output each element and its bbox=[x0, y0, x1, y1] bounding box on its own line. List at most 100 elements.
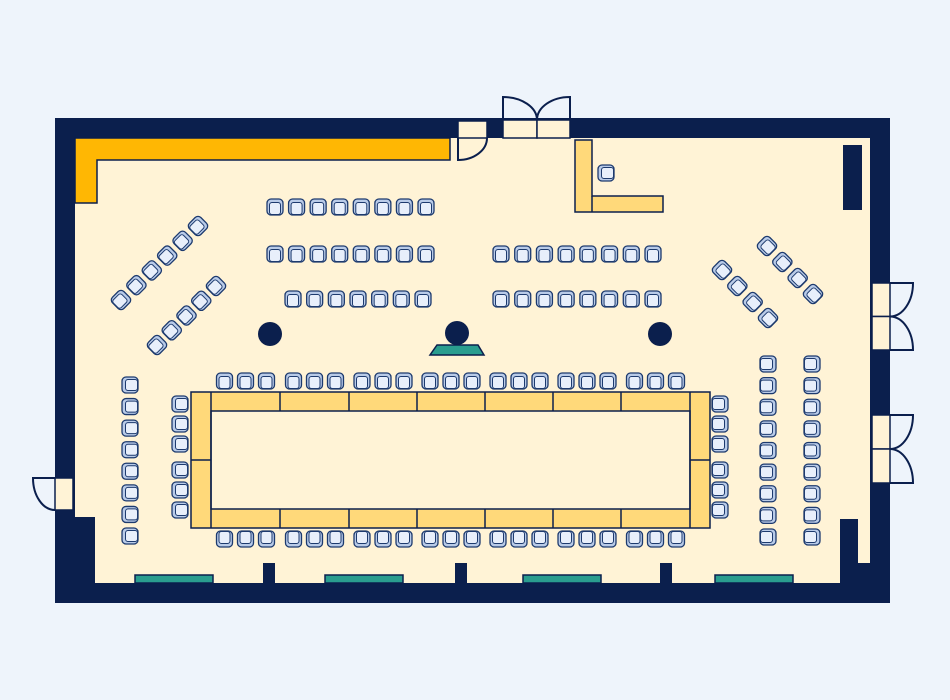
chair-icon[interactable] bbox=[757, 307, 780, 330]
chair-icon[interactable] bbox=[257, 372, 276, 390]
chair-icon[interactable] bbox=[756, 235, 779, 258]
chair-icon[interactable] bbox=[759, 506, 777, 525]
chair-icon[interactable] bbox=[803, 420, 821, 438]
chair-icon[interactable] bbox=[257, 530, 276, 548]
chair-icon[interactable] bbox=[171, 415, 189, 433]
chair-icon[interactable] bbox=[309, 245, 327, 263]
chair-icon[interactable] bbox=[578, 530, 596, 548]
chair-icon[interactable] bbox=[190, 289, 213, 312]
chair-icon[interactable] bbox=[236, 530, 255, 548]
chair-icon[interactable] bbox=[711, 481, 729, 499]
chair-icon[interactable] bbox=[309, 198, 327, 216]
chair-icon[interactable] bbox=[305, 530, 324, 548]
chair-icon[interactable] bbox=[535, 245, 554, 263]
chair-icon[interactable] bbox=[803, 485, 821, 503]
chair-icon[interactable] bbox=[171, 481, 189, 499]
chair-icon[interactable] bbox=[287, 198, 306, 216]
chair-icon[interactable] bbox=[622, 290, 640, 308]
chair-icon[interactable] bbox=[803, 355, 821, 373]
chair-icon[interactable] bbox=[171, 229, 194, 252]
chair-icon[interactable] bbox=[463, 530, 481, 548]
chair-icon[interactable] bbox=[121, 419, 139, 437]
chair-icon[interactable] bbox=[625, 372, 644, 390]
chair-icon[interactable] bbox=[331, 245, 349, 263]
chair-icon[interactable] bbox=[771, 251, 794, 274]
chair-icon[interactable] bbox=[492, 290, 510, 308]
chair-icon[interactable] bbox=[121, 397, 139, 416]
chair-icon[interactable] bbox=[759, 420, 777, 438]
chair-icon[interactable] bbox=[711, 435, 729, 453]
double-door-icon[interactable] bbox=[871, 414, 915, 484]
chair-icon[interactable] bbox=[786, 267, 809, 290]
chair-icon[interactable] bbox=[600, 290, 619, 308]
chair-icon[interactable] bbox=[171, 461, 189, 479]
chair-icon[interactable] bbox=[175, 304, 198, 327]
chair-icon[interactable] bbox=[205, 275, 228, 298]
chair-icon[interactable] bbox=[374, 198, 392, 216]
chair-icon[interactable] bbox=[803, 441, 821, 460]
chair-icon[interactable] bbox=[600, 245, 619, 263]
chair-icon[interactable] bbox=[667, 372, 686, 390]
chair-icon[interactable] bbox=[421, 530, 439, 548]
chair-icon[interactable] bbox=[349, 290, 367, 308]
chair-icon[interactable] bbox=[352, 198, 370, 216]
chair-icon[interactable] bbox=[215, 372, 234, 390]
chair-icon[interactable] bbox=[121, 462, 139, 480]
chair-icon[interactable] bbox=[121, 527, 139, 545]
chair-icon[interactable] bbox=[646, 372, 665, 390]
chair-icon[interactable] bbox=[352, 245, 370, 263]
chair-icon[interactable] bbox=[759, 485, 777, 503]
chair-icon[interactable] bbox=[646, 530, 665, 548]
chair-icon[interactable] bbox=[284, 372, 303, 390]
chair-icon[interactable] bbox=[644, 290, 662, 308]
chair-icon[interactable] bbox=[374, 530, 392, 548]
chair-icon[interactable] bbox=[236, 372, 255, 390]
chair-icon[interactable] bbox=[160, 319, 183, 342]
chair-icon[interactable] bbox=[579, 245, 597, 263]
chair-icon[interactable] bbox=[306, 290, 324, 308]
chair-icon[interactable] bbox=[371, 290, 389, 308]
chair-icon[interactable] bbox=[711, 461, 729, 479]
chair-icon[interactable] bbox=[395, 530, 413, 548]
chair-icon[interactable] bbox=[374, 372, 392, 390]
chair-icon[interactable] bbox=[711, 501, 729, 519]
chair-icon[interactable] bbox=[463, 372, 481, 390]
chair-icon[interactable] bbox=[803, 398, 821, 416]
chair-icon[interactable] bbox=[741, 291, 764, 314]
chair-icon[interactable] bbox=[395, 245, 414, 263]
chair-icon[interactable] bbox=[579, 290, 597, 308]
chair-icon[interactable] bbox=[442, 530, 460, 548]
chair-icon[interactable] bbox=[156, 244, 179, 267]
chair-icon[interactable] bbox=[803, 376, 821, 395]
double-door-icon[interactable] bbox=[871, 282, 915, 351]
chair-icon[interactable] bbox=[599, 530, 617, 548]
chair-icon[interactable] bbox=[557, 372, 575, 390]
chair-icon[interactable] bbox=[759, 355, 777, 373]
chair-icon[interactable] bbox=[417, 245, 435, 263]
chair-icon[interactable] bbox=[557, 530, 575, 548]
chair-icon[interactable] bbox=[803, 506, 821, 525]
chair-icon[interactable] bbox=[711, 259, 734, 282]
chair-icon[interactable] bbox=[121, 376, 139, 394]
chair-icon[interactable] bbox=[644, 245, 662, 263]
chair-icon[interactable] bbox=[711, 415, 729, 433]
chair-icon[interactable] bbox=[171, 435, 189, 453]
chair-icon[interactable] bbox=[140, 259, 163, 282]
chair-icon[interactable] bbox=[597, 164, 615, 182]
chair-icon[interactable] bbox=[510, 372, 528, 390]
chair-icon[interactable] bbox=[110, 289, 133, 312]
chair-icon[interactable] bbox=[514, 245, 532, 263]
chair-icon[interactable] bbox=[121, 441, 139, 459]
chair-icon[interactable] bbox=[625, 530, 644, 548]
chair-icon[interactable] bbox=[711, 395, 729, 413]
chair-icon[interactable] bbox=[171, 501, 189, 519]
chair-icon[interactable] bbox=[287, 245, 306, 263]
chair-icon[interactable] bbox=[121, 505, 139, 524]
chair-icon[interactable] bbox=[171, 395, 189, 413]
chair-icon[interactable] bbox=[510, 530, 528, 548]
chair-icon[interactable] bbox=[121, 484, 139, 502]
chair-icon[interactable] bbox=[392, 290, 410, 308]
chair-icon[interactable] bbox=[417, 198, 435, 216]
chair-icon[interactable] bbox=[374, 245, 392, 263]
chair-icon[interactable] bbox=[622, 245, 640, 263]
